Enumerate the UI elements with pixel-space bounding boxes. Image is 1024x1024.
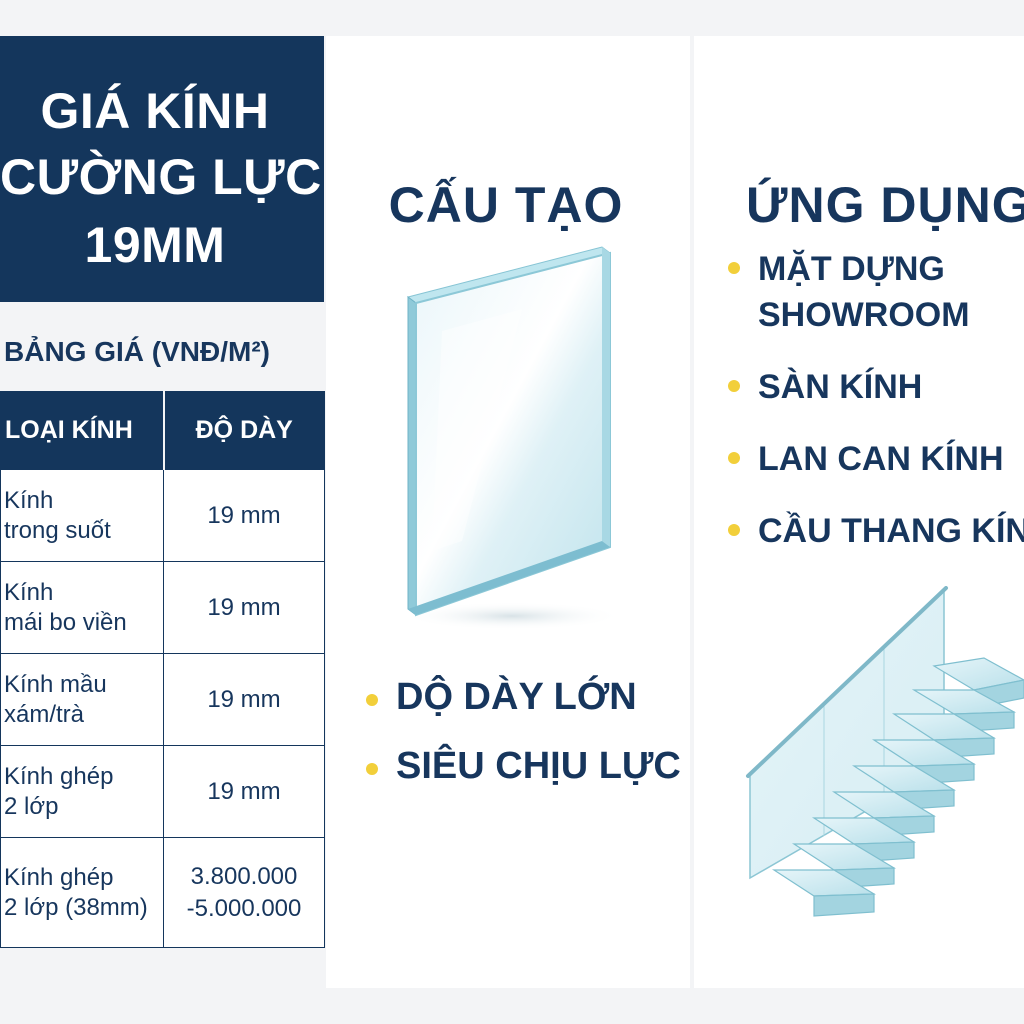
glass-type-line-1: Kính mầu <box>4 670 107 698</box>
list-item: CẦU THANG KÍNH <box>728 508 1024 554</box>
applications-heading: ỨNG DỤNG <box>746 177 1024 233</box>
thickness-cell: 19 mm <box>163 653 325 746</box>
structure-list: DỘ DÀY LỚN SIÊU CHỊU LỰC <box>366 676 681 814</box>
list-item-label: MẶT DỰNG <box>758 250 945 288</box>
list-item-label: SÀN KÍNH <box>758 368 923 406</box>
thickness-value: 19 mm <box>207 685 281 713</box>
glass-staircase-icon <box>746 586 1024 917</box>
glass-type-line-2: xám/trà <box>4 700 85 728</box>
thickness-cell: 19 mm <box>163 745 325 838</box>
bullet-icon <box>728 380 740 392</box>
glass-type-line-2: mái bo viền <box>4 608 127 636</box>
price-table-heading: BẢNG GIÁ (VNĐ/M²) <box>4 336 270 367</box>
structure-heading: CẤU TẠO <box>388 177 624 233</box>
table-header-row: LOẠI KÍNH ĐỘ DÀY <box>0 391 325 470</box>
title-line-3: 19MM <box>84 217 226 273</box>
list-item: DỘ DÀY LỚN <box>366 676 681 719</box>
price-value-line-2: -5.000.000 <box>186 894 302 922</box>
thickness-cell: 19 mm <box>163 561 325 654</box>
applications-panel: ỨNG DỤNG MẶT DỰNG SHOWROOM SÀN KÍNH LAN C… <box>694 36 1024 988</box>
glass-pane-icon <box>402 246 622 630</box>
title-banner: GIÁ KÍNH CƯỜNG LỰC 19MM <box>0 36 324 302</box>
thickness-value: 19 mm <box>207 501 281 529</box>
thickness-value: 19 mm <box>207 593 281 621</box>
thickness-cell: 19 mm <box>163 469 325 562</box>
glass-type-line-1: Kính ghép <box>4 863 114 891</box>
glass-type-line-2: 2 lớp <box>4 792 59 820</box>
list-item-label: DỘ DÀY LỚN <box>396 676 637 718</box>
list-item-label: CẦU THANG KÍNH <box>758 512 1024 550</box>
list-item: LAN CAN KÍNH <box>728 436 1024 482</box>
list-item-label: SIÊU CHỊU LỰC <box>396 745 681 787</box>
applications-list: MẶT DỰNG SHOWROOM SÀN KÍNH LAN CAN KÍNH C… <box>728 246 1024 580</box>
list-item: MẶT DỰNG SHOWROOM <box>728 246 1024 338</box>
glass-type-line-1: Kính ghép <box>4 762 114 790</box>
bullet-icon <box>728 524 740 536</box>
bullet-icon <box>366 763 378 775</box>
column-header-type: LOẠI KÍNH <box>0 391 165 470</box>
price-column: GIÁ KÍNH CƯỜNG LỰC 19MM BẢNG GIÁ (VNĐ/M²… <box>0 0 326 1024</box>
price-value-line-1: 3.800.000 <box>190 862 298 890</box>
price-cell: 3.800.000 -5.000.000 <box>163 837 325 948</box>
bullet-icon <box>366 694 378 706</box>
title-line-2: CƯỜNG LỰC <box>0 149 322 205</box>
list-item: SIÊU CHỊU LỰC <box>366 745 681 788</box>
bullet-icon <box>728 262 740 274</box>
list-item: SÀN KÍNH <box>728 364 1024 410</box>
glass-type-line-2: trong suốt <box>4 516 111 544</box>
list-item-label: LAN CAN KÍNH <box>758 440 1004 478</box>
column-header-thickness: ĐỘ DÀY <box>163 391 325 470</box>
structure-panel: CẤU TẠO DỘ DÀY LỚN SIÊU CHỊU LỰC <box>326 36 690 988</box>
glass-type-line-1: Kính <box>4 578 54 606</box>
list-item-label-line-2: SHOWROOM <box>758 296 970 334</box>
title-line-1: GIÁ KÍNH <box>40 83 270 139</box>
bullet-icon <box>728 452 740 464</box>
thickness-value: 19 mm <box>207 777 281 805</box>
glass-type-line-2: 2 lớp (38mm) <box>4 893 148 921</box>
glass-type-line-1: Kính <box>4 486 54 514</box>
